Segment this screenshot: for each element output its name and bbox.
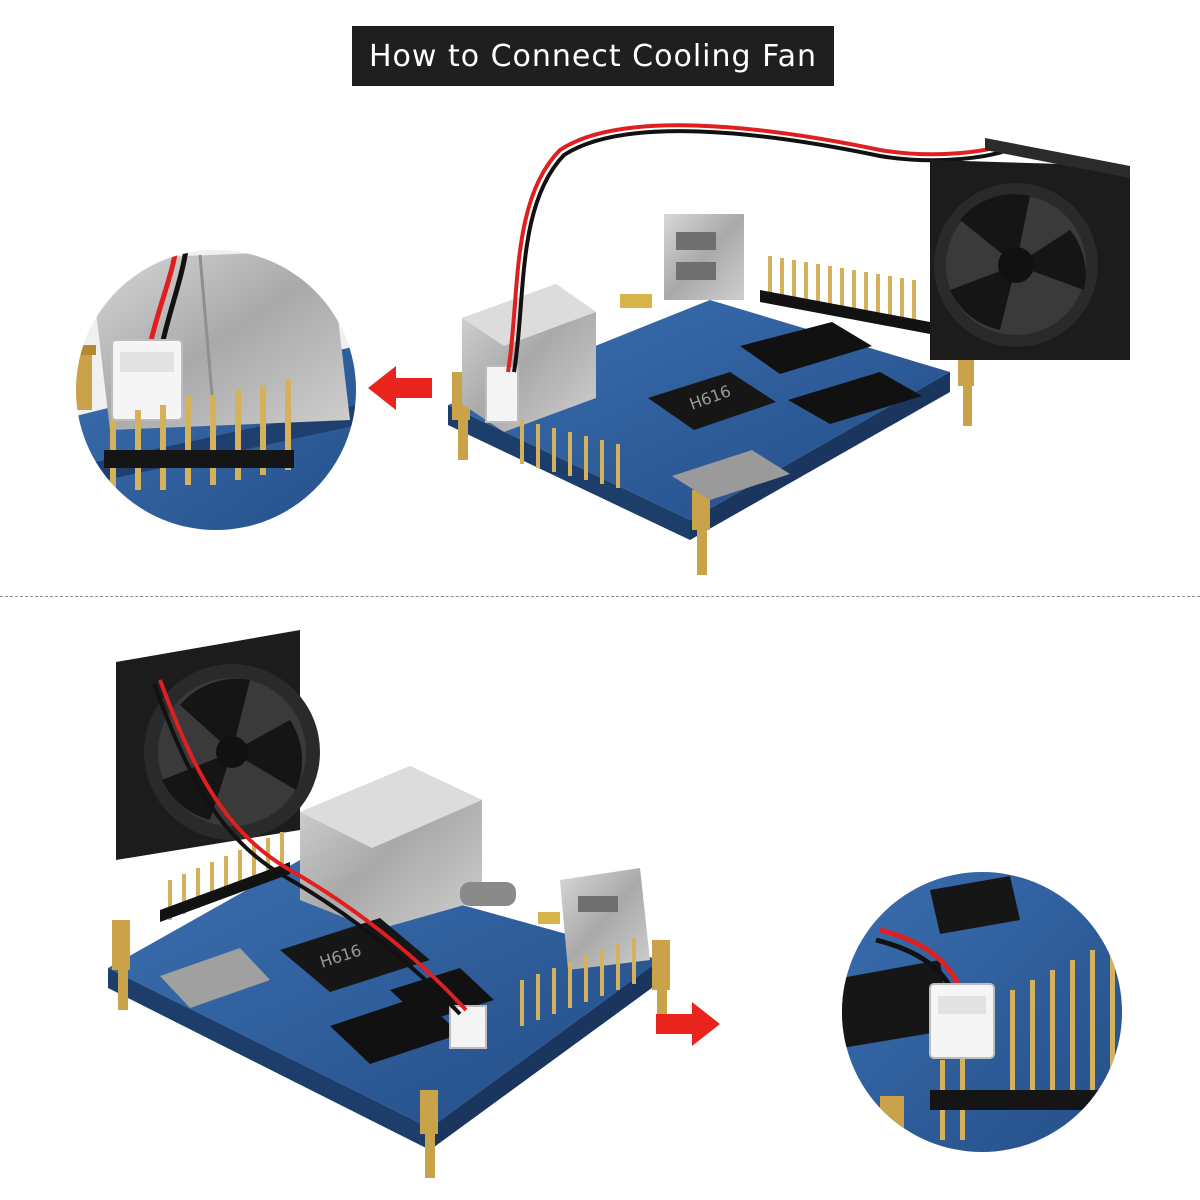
top-fan — [930, 138, 1130, 360]
top-zoom-circle — [76, 250, 356, 530]
bottom-zoom-circle — [842, 872, 1122, 1152]
bottom-fan — [116, 630, 320, 860]
page-title: How to Connect Cooling Fan — [368, 38, 818, 74]
arrow-right-icon — [656, 1002, 720, 1046]
section-divider — [0, 596, 1200, 597]
title-banner: How to Connect Cooling Fan — [352, 26, 834, 86]
arrow-left-icon — [368, 366, 432, 410]
top-board: H616 — [448, 123, 1130, 575]
bottom-board: H616 — [108, 630, 670, 1178]
